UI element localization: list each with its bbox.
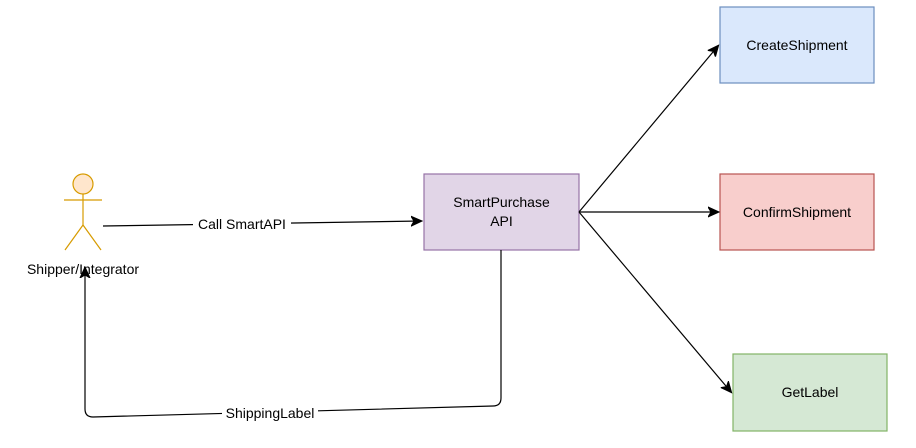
shipping-label-edge[interactable] xyxy=(85,250,502,418)
smartpurchase-api-box xyxy=(423,173,580,251)
actor-head xyxy=(72,173,94,195)
getlabel-label: GetLabel xyxy=(782,384,839,400)
edge-to-getlabel[interactable] xyxy=(578,211,731,392)
smartpurchase-api-label-line2: API xyxy=(490,213,513,229)
confirm-shipment-node[interactable]: ConfirmShipment xyxy=(719,173,875,251)
create-shipment-node[interactable]: CreateShipment xyxy=(719,6,875,84)
call-smartapi-label-bg xyxy=(193,216,291,232)
actor-right-leg xyxy=(82,224,102,251)
shipping-label-label-bg xyxy=(222,405,318,421)
getlabel-node[interactable]: GetLabel xyxy=(732,353,888,432)
shipper-integrator-actor[interactable] xyxy=(64,173,102,251)
actor-left-leg xyxy=(64,224,84,251)
create-shipment-box xyxy=(719,6,875,84)
confirm-shipment-box xyxy=(719,173,875,251)
shipping-label-label: ShippingLabel xyxy=(226,405,315,421)
actor-label: Shipper/Integrator xyxy=(27,261,139,277)
create-shipment-label: CreateShipment xyxy=(746,37,847,53)
smartpurchase-api-node[interactable]: SmartPurchase API xyxy=(423,173,580,251)
smartpurchase-api-label-line1: SmartPurchase xyxy=(453,194,550,210)
confirm-shipment-label: ConfirmShipment xyxy=(743,204,851,220)
getlabel-box xyxy=(732,353,888,432)
edge-to-create-shipment[interactable] xyxy=(578,46,718,213)
call-smartapi-label: Call SmartAPI xyxy=(198,216,286,232)
